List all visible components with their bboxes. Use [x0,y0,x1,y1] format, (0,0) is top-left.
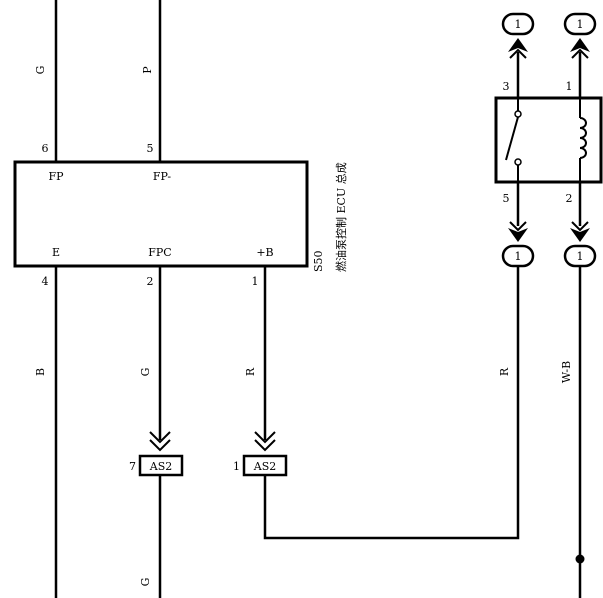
relay-coil-icon [579,117,587,159]
wire-color-left-2: P [141,66,154,74]
relay-switch-contact [514,158,522,166]
connector-ref [501,244,535,268]
ecu-pin-name: +B [256,246,273,259]
junction-pin-number: 1 [233,460,240,473]
ecu-pin-number: 2 [147,275,154,288]
wire-color-bottom-3: R [244,367,257,376]
wire-color-ground: W-B [560,361,573,383]
chevron-arrow-icon [149,431,171,452]
wire-r-loop [263,264,520,540]
ecu-pin-number: 6 [42,142,49,155]
ecu-pin-name: FP- [153,170,171,183]
ecu-pin-name: E [52,246,60,259]
junction-label: AS2 [149,460,172,473]
relay-switch-contact [514,110,522,118]
ecu-code: S50 [312,250,325,272]
splice-point [575,554,585,564]
wire-color-bottom-2: G [139,368,152,377]
connector-ref-number: 1 [515,250,522,263]
ecu-pin-name: FPC [148,246,171,259]
connector-ref-number: 1 [577,250,584,263]
ecu-pin-number: 5 [147,142,154,155]
ecu-pin-number: 1 [252,275,259,288]
junction-label: AS2 [253,460,276,473]
arrow-up-icon [508,38,528,59]
connector-ref [563,12,597,36]
ecu-pin-name: FP [48,170,64,183]
relay-pin-number: 2 [566,192,573,205]
wire-color-relay-out: R [498,367,511,376]
wire-color-bottom-2-lower: G [139,578,152,587]
junction-connector [138,454,184,477]
connector-ref [501,12,535,36]
relay-pin-number: 5 [503,192,510,205]
ecu-pin-number: 4 [42,275,49,288]
chevron-arrow-icon [254,431,276,452]
wire-color-left-1: G [34,66,47,75]
arrow-up-icon [570,38,590,59]
junction-pin-number: 7 [129,460,136,473]
wire-color-bottom-1: B [34,368,47,376]
ecu-box [13,160,309,268]
arrow-down-icon [570,221,590,242]
relay-pin-number: 1 [566,80,573,93]
connector-ref-number: 1 [515,18,522,31]
relay-switch-blade [505,116,519,161]
ecu-name: 燃油泵控制 ECU 总成 [334,162,348,272]
connector-ref-number: 1 [577,18,584,31]
junction-connector [242,454,288,477]
relay-pin-number: 3 [503,80,510,93]
arrow-down-icon [508,221,528,242]
